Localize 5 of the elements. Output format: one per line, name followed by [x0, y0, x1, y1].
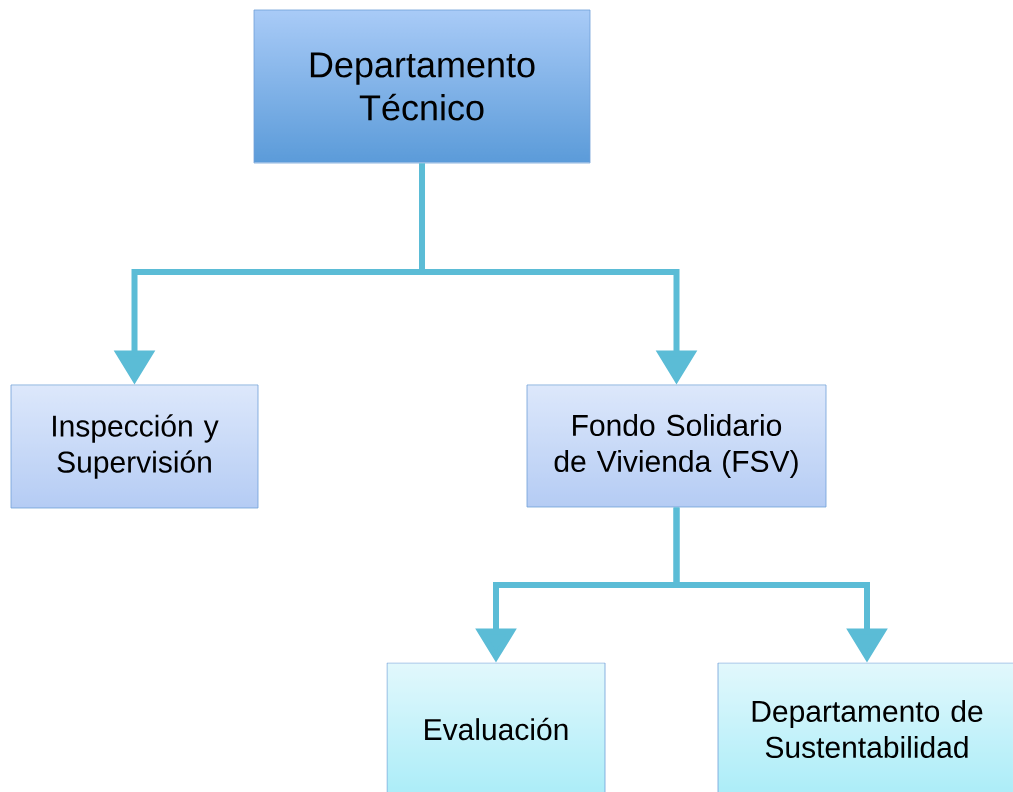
org-box: Evaluación	[386, 662, 606, 792]
org-box: Fondo Solidario de Vivienda (FSV)	[526, 384, 827, 508]
org-box: Departamento de Sustentabilidad	[717, 662, 1013, 792]
org-box: Departamento Técnico	[253, 9, 591, 164]
org-box: Inspección y Supervisión	[10, 384, 259, 509]
